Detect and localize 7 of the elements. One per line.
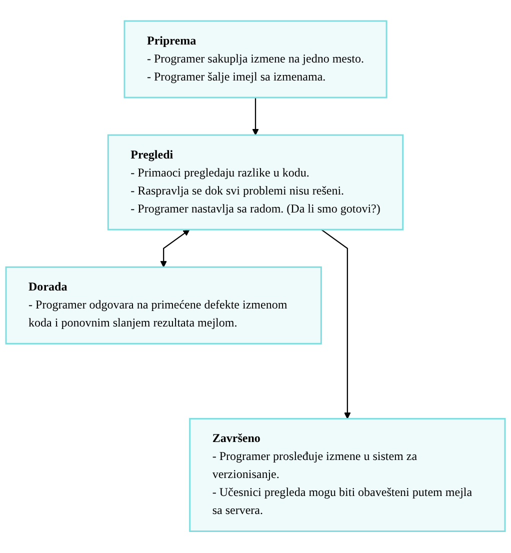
arrow: [160, 230, 190, 268]
node-box: Dorada - Programer odgovara na primećene defekte izmenom koda i ponovnim slanjem rezultata mejlom.: [5, 266, 322, 345]
arrow: [252, 98, 259, 136]
arrow: [320, 230, 351, 420]
node-box: Pregledi - Primaoci pregledaju razlike u kodu. - Raspravlja se dok svi problemi nisu rešeni. - Programer nastavlja sa radom. (Da li smo gotovi?): [107, 134, 404, 231]
node-box: Završeno - Programer prosleđuje izmene u sistem za verzionisanje. - Učesnici pregleda mogu biti obavešteni putem mejla sa servera.: [189, 418, 506, 532]
node-box: Priprema - Programer sakuplja izmene na jedno mesto. - Programer šalje imejl sa izmenama.: [124, 20, 388, 99]
